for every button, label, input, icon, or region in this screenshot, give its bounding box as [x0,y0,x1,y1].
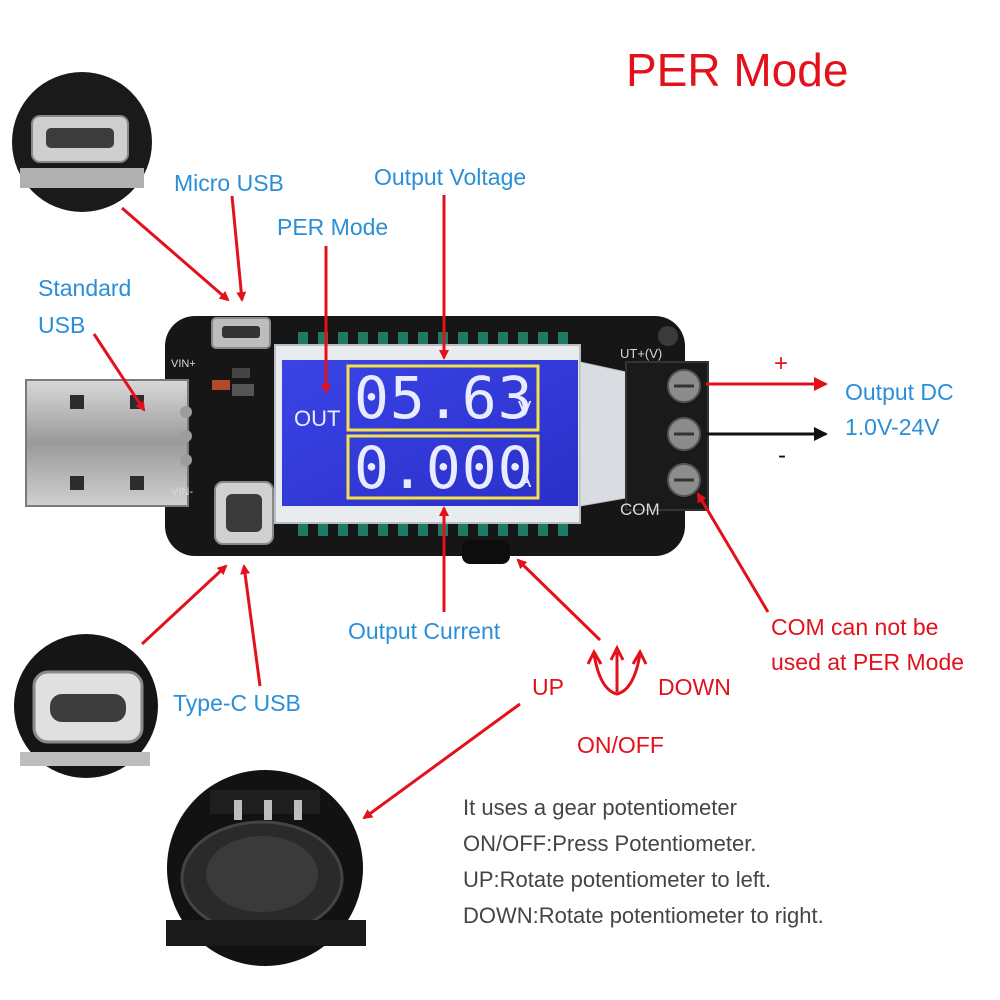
label-micro-usb: Micro USB [174,170,284,196]
lcd-glass [274,344,627,524]
note-line: It uses a gear potentiometer [463,795,737,820]
label-output-current: Output Current [348,618,501,644]
silk-vin-plus: VIN+ [171,358,196,370]
lcd-current-reading: 0.000 [354,434,534,502]
label-standard-usb-line1: Standard [38,275,132,301]
note-line: ON/OFF:Press Potentiometer. [463,831,757,856]
rotation-arrows-icon [586,644,648,696]
note-line: UP:Rotate potentiometer to left. [463,867,772,892]
voltage-highlight [346,364,540,432]
silk-vin-minus: VIN- [171,486,193,498]
potentiometer-knob [462,540,510,564]
lcd-voltage-reading: 05.63 [354,364,534,432]
label-com-line1: COM can not be [771,614,939,640]
label-up: UP [532,674,564,700]
silk-output-label: UT+(V) [620,346,663,361]
type-c-connector [214,481,274,545]
micro-usb-inset [12,72,152,212]
plus-sign: + [774,350,789,377]
lcd-voltage-unit: V [518,398,532,420]
label-output-dc-line2: 1.0V-24V [845,414,940,440]
smd-components [180,368,254,466]
potentiometer-inset [166,770,366,966]
note-line: DOWN:Rotate potentiometer to right. [463,903,824,928]
label-on-off: ON/OFF [577,732,664,758]
label-down: DOWN [658,674,731,700]
current-highlight [346,434,540,500]
label-type-c-usb: Type-C USB [173,690,301,716]
instructions-block: It uses a gear potentiometer ON/OFF:Pres… [463,790,824,934]
silk-com-label: COM [620,500,660,519]
label-standard-usb-line2: USB [38,312,86,338]
usb-a-plug [25,379,189,507]
lcd-current-unit: A [518,470,532,492]
label-com-line2: used at PER Mode [771,649,965,675]
callout-arrows [92,195,770,820]
type-c-inset [14,634,158,778]
minus-sign: - [778,442,786,469]
screw-terminal [625,361,709,511]
page-title: PER Mode [626,44,849,96]
label-output-dc-line1: Output DC [845,379,954,405]
micro-usb-connector [211,317,271,349]
label-per-mode: PER Mode [277,214,389,240]
label-output-voltage: Output Voltage [374,164,527,190]
lcd-mode-text: OUT [294,406,341,431]
